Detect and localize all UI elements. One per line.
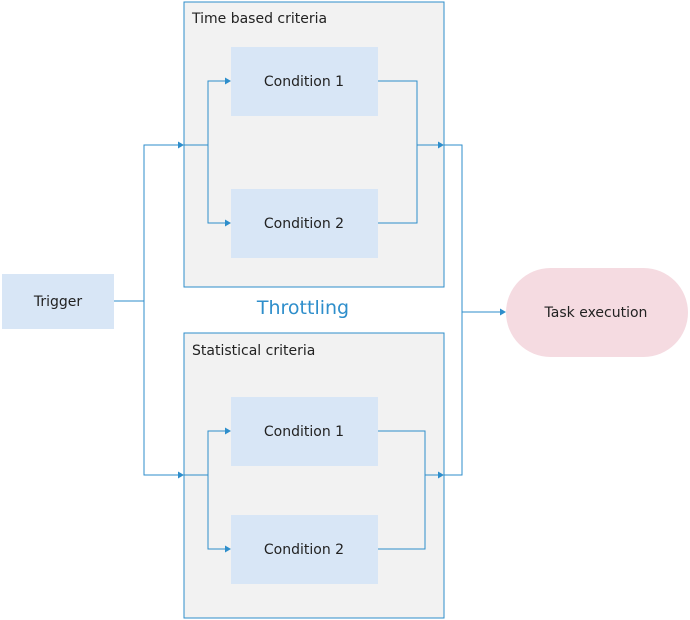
connector-from-stat-condition-1: [378, 430, 438, 476]
arrowhead: [500, 308, 506, 316]
arrowhead: [438, 141, 444, 149]
arrowhead: [225, 77, 231, 85]
stat-condition-2-label: Condition 2: [264, 542, 344, 558]
connector-stat-group-to-task: [444, 312, 463, 476]
connector-time-group-to-task: [444, 144, 500, 313]
time-based-criteria-title: Time based criteria: [191, 11, 327, 27]
time-condition-2-label: Condition 2: [264, 216, 344, 232]
connector-trigger-to-time-group: [114, 144, 178, 302]
time-condition-1-node: [231, 47, 378, 116]
arrowhead: [225, 545, 231, 553]
task-execution-node: [506, 268, 688, 357]
stat-condition-1-node: [231, 397, 378, 466]
arrowhead: [178, 141, 184, 149]
connector-from-time-condition-2: [378, 145, 418, 224]
connector-trigger-to-stat-group: [143, 301, 178, 476]
connector-to-stat-condition-2: [207, 475, 225, 550]
connector-to-stat-condition-1: [184, 430, 225, 476]
statistical-criteria-title: Statistical criteria: [192, 343, 315, 359]
connector-to-time-condition-2: [207, 145, 225, 224]
connector-from-stat-condition-2: [378, 475, 426, 550]
arrowhead: [178, 471, 184, 479]
throttling-label: Throttling: [256, 297, 349, 319]
time-condition-1-label: Condition 1: [264, 74, 344, 90]
stat-condition-2-node: [231, 515, 378, 584]
connector-to-time-condition-1: [184, 80, 225, 146]
trigger-node: [2, 274, 114, 329]
arrowhead: [225, 219, 231, 227]
task-execution-label: Task execution: [544, 305, 648, 321]
arrowhead: [225, 427, 231, 435]
time-condition-2-node: [231, 189, 378, 258]
arrowhead: [438, 471, 444, 479]
trigger-label: Trigger: [33, 294, 83, 310]
connector-from-time-condition-1: [378, 80, 438, 146]
stat-condition-1-label: Condition 1: [264, 424, 344, 440]
